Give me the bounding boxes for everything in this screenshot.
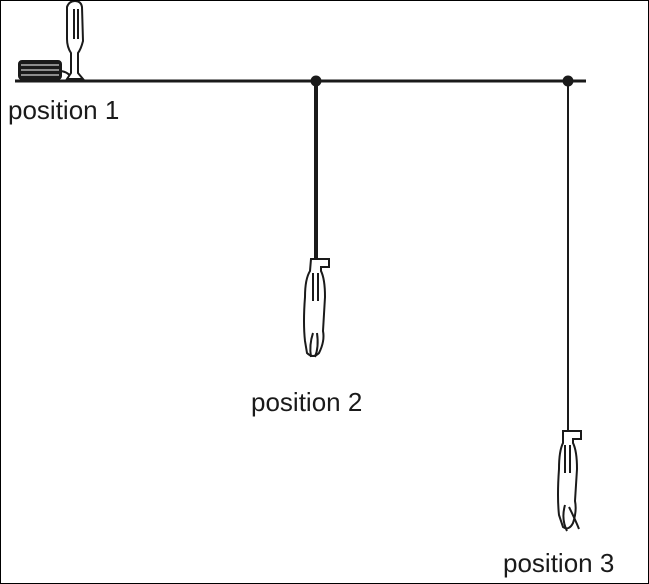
label-position-2: position 2 (251, 387, 363, 417)
jumper-standing-icon (65, 1, 86, 80)
label-position-3: position 3 (503, 548, 615, 578)
jumper-stretched-icon (557, 430, 582, 532)
coiled-rope-icon (18, 60, 72, 80)
jumper-falling-icon (303, 258, 330, 358)
label-position-1: position 1 (8, 95, 120, 125)
